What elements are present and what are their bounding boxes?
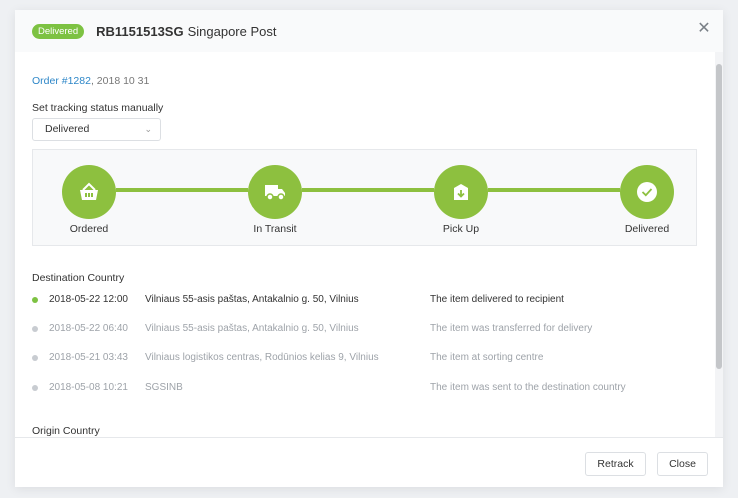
event-location: Vilniaus 55-asis paštas, Antakalnio g. 5… xyxy=(145,323,359,334)
package-icon xyxy=(454,184,468,200)
step-pick-up xyxy=(434,165,488,219)
status-dot xyxy=(32,326,38,332)
origin-title: Origin Country xyxy=(32,425,100,437)
step-label: Pick Up xyxy=(442,223,480,235)
modal-body: Order #1282, 2018 10 31 Set tracking sta… xyxy=(15,52,715,437)
status-dot xyxy=(32,385,38,391)
status-select-label: Set tracking status manually xyxy=(32,102,164,114)
tracking-event-row: 2018-05-22 06:40 Vilniaus 55-asis paštas… xyxy=(32,321,692,337)
event-description: The item was sent to the destination cou… xyxy=(430,382,626,393)
step-label: Delivered xyxy=(624,223,670,235)
step-in-transit xyxy=(248,165,302,219)
event-time: 2018-05-22 12:00 xyxy=(49,294,128,305)
tracking-event-row: 2018-05-08 10:21 SGSINB The item was sen… xyxy=(32,380,692,396)
close-button[interactable]: Close xyxy=(657,452,708,476)
status-dot xyxy=(32,355,38,361)
tracking-modal: Delivered RB1151513SG Singapore Post ✕ O… xyxy=(15,10,723,487)
carrier-name: Singapore Post xyxy=(187,23,277,39)
tracking-event-row: 2018-05-21 03:43 Vilniaus logistikos cen… xyxy=(32,350,692,366)
progress-tracker: Ordered In Transit Pick Up Delivered xyxy=(32,149,697,246)
retrack-button[interactable]: Retrack xyxy=(585,452,646,476)
event-location: Vilniaus 55-asis paštas, Antakalnio g. 5… xyxy=(145,294,359,305)
order-info: Order #1282, 2018 10 31 xyxy=(32,75,149,87)
event-time: 2018-05-22 06:40 xyxy=(49,323,128,334)
truck-icon xyxy=(265,185,285,201)
progress-connector xyxy=(302,188,434,192)
event-time: 2018-05-21 03:43 xyxy=(49,352,128,363)
event-description: The item at sorting centre xyxy=(430,352,544,363)
chevron-down-icon: ⌄ xyxy=(144,124,152,134)
tracking-event-row: 2018-05-22 12:00 Vilniaus 55-asis paštas… xyxy=(32,292,692,308)
check-circle-icon xyxy=(637,182,657,202)
tracking-code: RB1151513SG xyxy=(96,23,184,39)
modal-header: Delivered RB1151513SG Singapore Post ✕ xyxy=(15,10,723,52)
event-description: The item was transferred for delivery xyxy=(430,323,593,334)
scrollbar-thumb[interactable] xyxy=(716,64,722,369)
event-location: SGSINB xyxy=(145,382,183,393)
basket-icon xyxy=(80,182,98,200)
order-link[interactable]: Order #1282 xyxy=(32,75,91,87)
destination-title: Destination Country xyxy=(32,272,125,284)
status-badge: Delivered xyxy=(32,23,85,39)
progress-connector xyxy=(488,188,620,192)
step-ordered xyxy=(62,165,116,219)
status-select-value: Delivered xyxy=(45,123,90,135)
order-date: , 2018 10 31 xyxy=(90,75,150,87)
event-description: The item delivered to recipient xyxy=(430,294,564,305)
modal-footer: Retrack Close xyxy=(15,437,723,487)
status-select[interactable]: Delivered ⌄ xyxy=(32,118,161,141)
event-location: Vilniaus logistikos centras, Rodūnios ke… xyxy=(145,352,379,363)
step-label: Ordered xyxy=(69,223,109,235)
close-icon[interactable]: ✕ xyxy=(697,20,711,37)
step-delivered xyxy=(620,165,674,219)
progress-connector xyxy=(116,188,248,192)
scrollbar[interactable] xyxy=(715,52,723,437)
event-time: 2018-05-08 10:21 xyxy=(49,382,128,393)
status-dot xyxy=(32,297,38,303)
step-label: In Transit xyxy=(253,223,297,235)
